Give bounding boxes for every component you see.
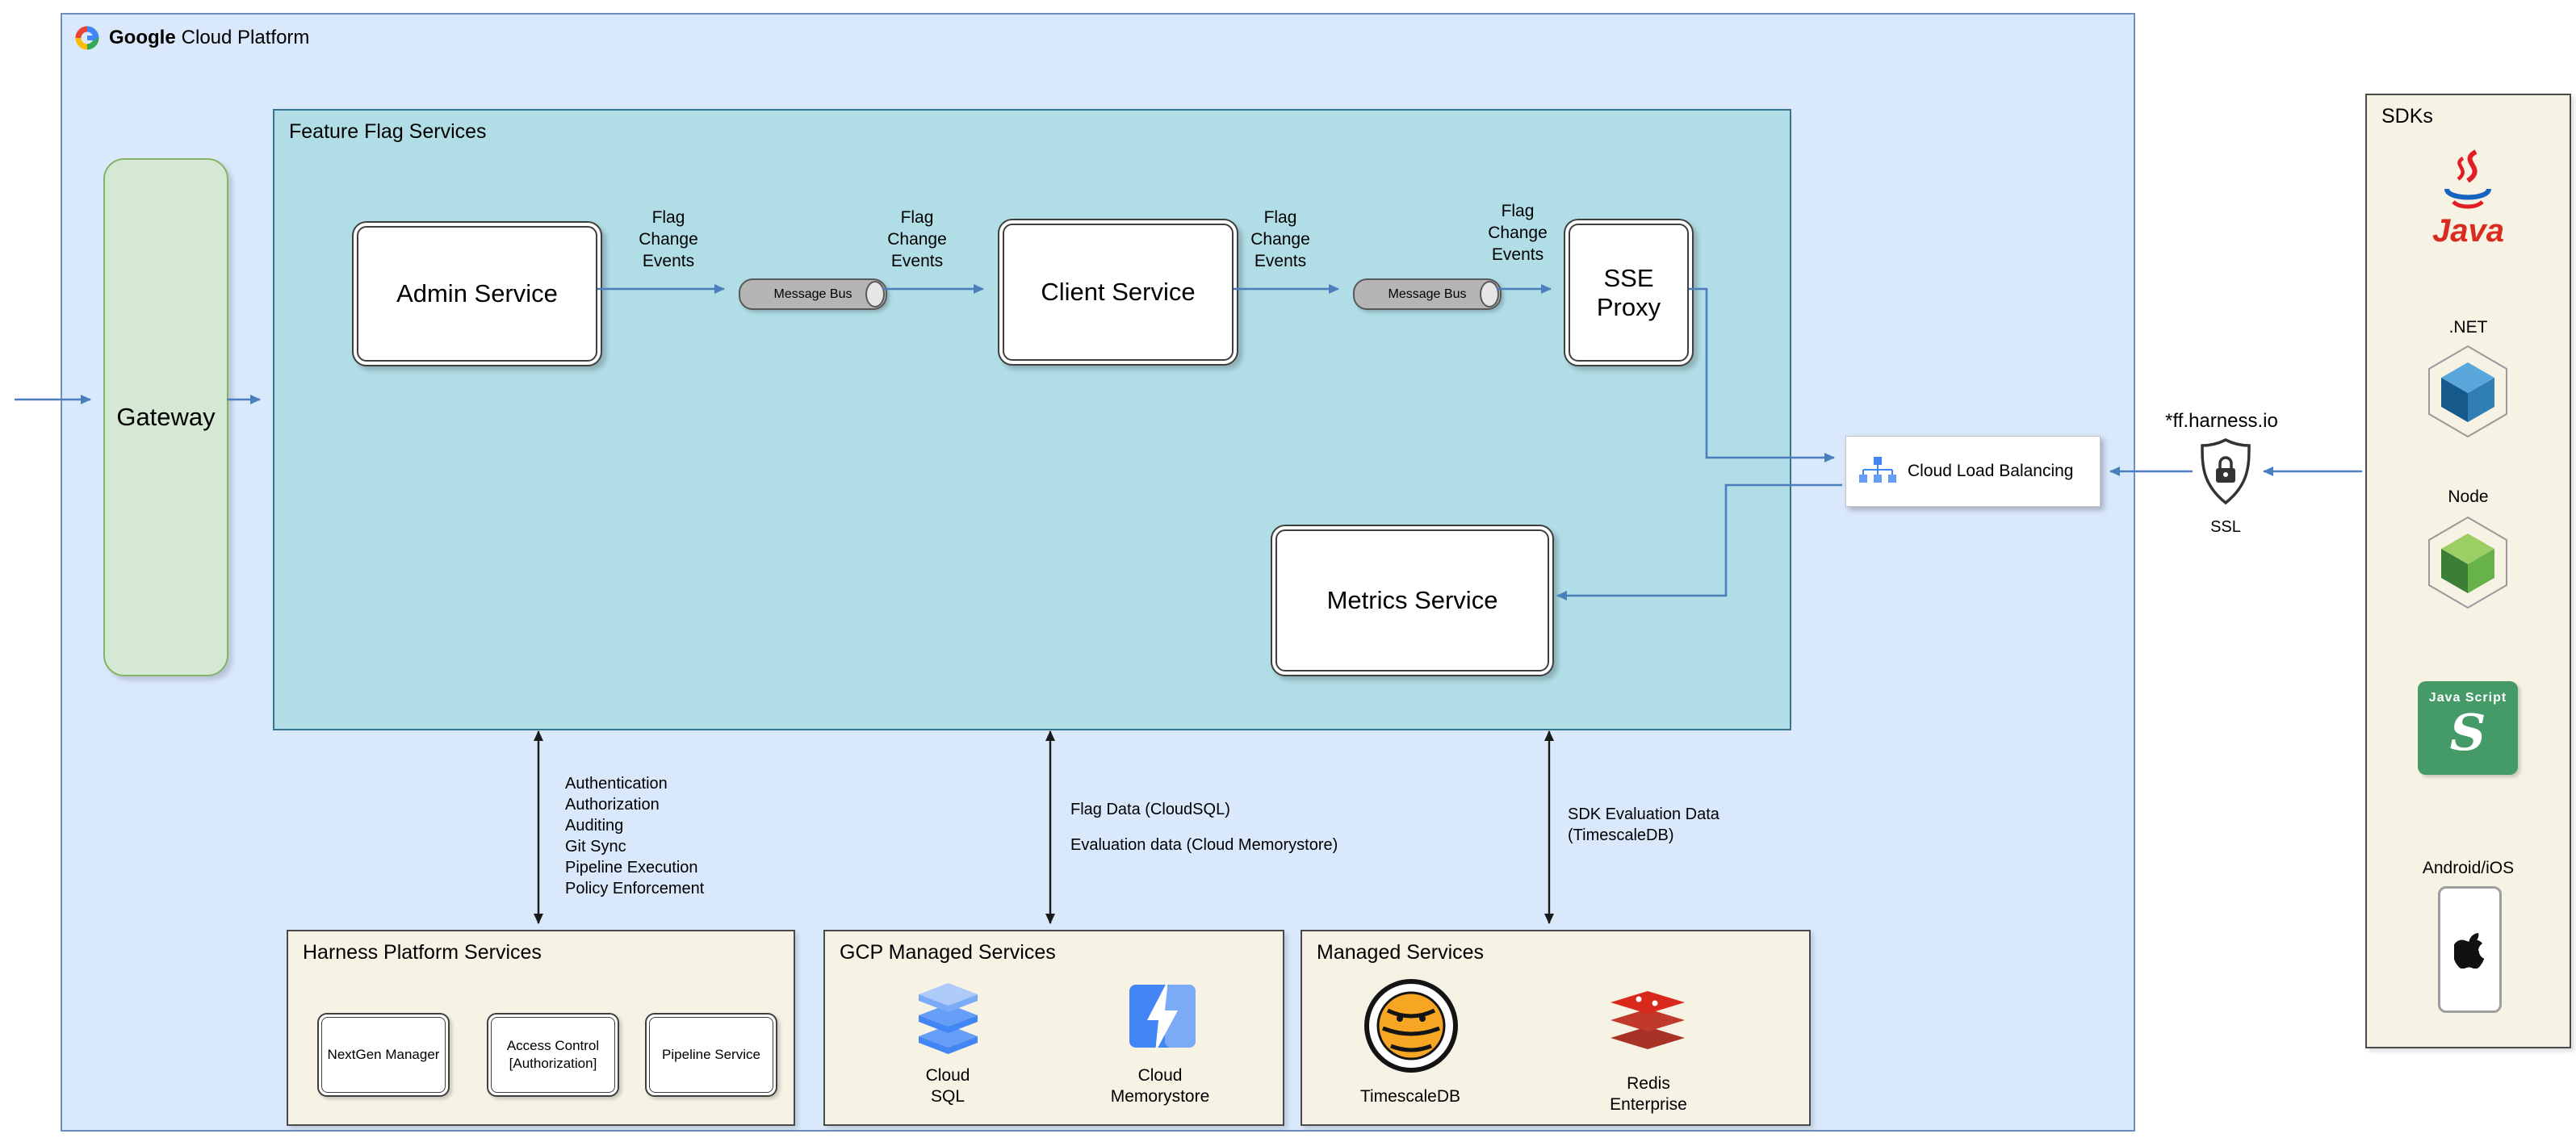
gcp-managed-services-panel: GCP Managed Services Cloud SQL Cloud Mem… bbox=[823, 930, 1284, 1126]
sse-proxy-node: SSE Proxy bbox=[1564, 219, 1694, 366]
admin-service-label: Admin Service bbox=[396, 279, 558, 308]
access-control-label: Access Control [Authorization] bbox=[506, 1037, 600, 1071]
redis-enterprise-icon bbox=[1611, 991, 1685, 1049]
apple-logo-icon bbox=[2453, 932, 2484, 969]
flag-change-events-label-2: Flag Change Events bbox=[887, 208, 947, 270]
brand-rest: Cloud Platform bbox=[181, 27, 310, 48]
message-bus-label-2: Message Bus bbox=[1388, 287, 1467, 301]
external-domain-label: *ff.harness.io bbox=[2165, 410, 2278, 432]
sse-proxy-label: SSE Proxy bbox=[1596, 263, 1661, 321]
javascript-icon-glyph: S bbox=[2449, 703, 2486, 762]
metrics-service-label: Metrics Service bbox=[1326, 586, 1498, 614]
timescaledb-label: TimescaleDB bbox=[1359, 1087, 1461, 1106]
google-logo-icon bbox=[75, 26, 99, 50]
smartphone-icon bbox=[2438, 886, 2502, 1013]
cloud-memorystore-icon bbox=[1129, 980, 1196, 1052]
harness-edge-label: Authentication Authorization Auditing Gi… bbox=[565, 775, 705, 897]
java-icon bbox=[2444, 149, 2491, 209]
managed-panel-title: Managed Services bbox=[1317, 941, 1485, 964]
ffs-title: Feature Flag Services bbox=[289, 120, 487, 143]
node-label: Node bbox=[2448, 487, 2489, 506]
client-service-label: Client Service bbox=[1041, 278, 1196, 306]
ssl-shield-icon bbox=[2201, 438, 2251, 505]
sdks-panel-title: SDKs bbox=[2381, 105, 2433, 128]
cloud-load-balancing-label: Cloud Load Balancing bbox=[1908, 462, 2074, 480]
java-label: Java bbox=[2432, 213, 2504, 249]
pipeline-service-node: Pipeline Service bbox=[645, 1013, 777, 1097]
timescaledb-icon bbox=[1364, 979, 1458, 1073]
cloud-sql-label: Cloud SQL bbox=[925, 1066, 970, 1107]
redis-enterprise-label: Redis Enterprise bbox=[1610, 1074, 1687, 1115]
sdk-evaluation-edge-label: SDK Evaluation Data (TimescaleDB) bbox=[1568, 805, 1719, 844]
message-bus-node-1: Message Bus bbox=[739, 278, 887, 310]
android-ios-label: Android/iOS bbox=[2422, 859, 2515, 877]
cloud-sql-icon bbox=[919, 983, 978, 1054]
feature-flag-services-container: Feature Flag Services Admin Service Flag… bbox=[273, 109, 1791, 730]
nextgen-manager-label: NextGen Manager bbox=[327, 1046, 440, 1062]
message-bus-label-1: Message Bus bbox=[773, 287, 852, 301]
gateway-node: Gateway bbox=[103, 158, 228, 676]
ssl-label: SSL bbox=[2210, 518, 2241, 536]
cloud-memorystore-label: Cloud Memorystore bbox=[1110, 1066, 1210, 1107]
dotnet-label: .NET bbox=[2448, 318, 2488, 337]
evaluation-data-edge-label: Evaluation data (Cloud Memorystore) bbox=[1070, 836, 1338, 854]
metrics-service-node: Metrics Service bbox=[1271, 525, 1554, 676]
flag-change-events-label-3: Flag Change Events bbox=[1250, 208, 1310, 270]
nextgen-manager-node: NextGen Manager bbox=[317, 1013, 450, 1097]
managed-services-panel: Managed Services TimescaleDB Redis Enter… bbox=[1301, 930, 1811, 1126]
flag-data-edge-label: Flag Data (CloudSQL) bbox=[1070, 801, 1230, 818]
harness-platform-services-panel: Harness Platform Services NextGen Manage… bbox=[287, 930, 795, 1126]
javascript-icon-title: Java Script bbox=[2428, 691, 2507, 705]
flag-change-events-label-4: Flag Change Events bbox=[1488, 202, 1548, 264]
cloud-load-balancing-icon bbox=[1859, 457, 1896, 483]
gcp-managed-panel-title: GCP Managed Services bbox=[840, 941, 1056, 964]
gateway-label: Gateway bbox=[116, 403, 216, 431]
dotnet-cube-icon bbox=[2428, 345, 2507, 438]
flag-change-events-label-1: Flag Change Events bbox=[639, 208, 698, 270]
brand-bold: Google bbox=[109, 27, 176, 48]
sdks-panel: SDKs Java .NET Node Java Script S Androi… bbox=[2365, 94, 2571, 1048]
javascript-icon: Java Script S bbox=[2418, 681, 2518, 775]
node-cube-icon bbox=[2428, 516, 2507, 609]
cloud-load-balancing-node: Cloud Load Balancing bbox=[1845, 436, 2101, 507]
pipeline-service-label: Pipeline Service bbox=[662, 1046, 760, 1062]
access-control-node: Access Control [Authorization] bbox=[487, 1013, 619, 1097]
client-service-node: Client Service bbox=[998, 219, 1238, 366]
admin-service-node: Admin Service bbox=[352, 221, 602, 366]
message-bus-node-2: Message Bus bbox=[1353, 278, 1502, 310]
harness-panel-title: Harness Platform Services bbox=[303, 941, 542, 964]
